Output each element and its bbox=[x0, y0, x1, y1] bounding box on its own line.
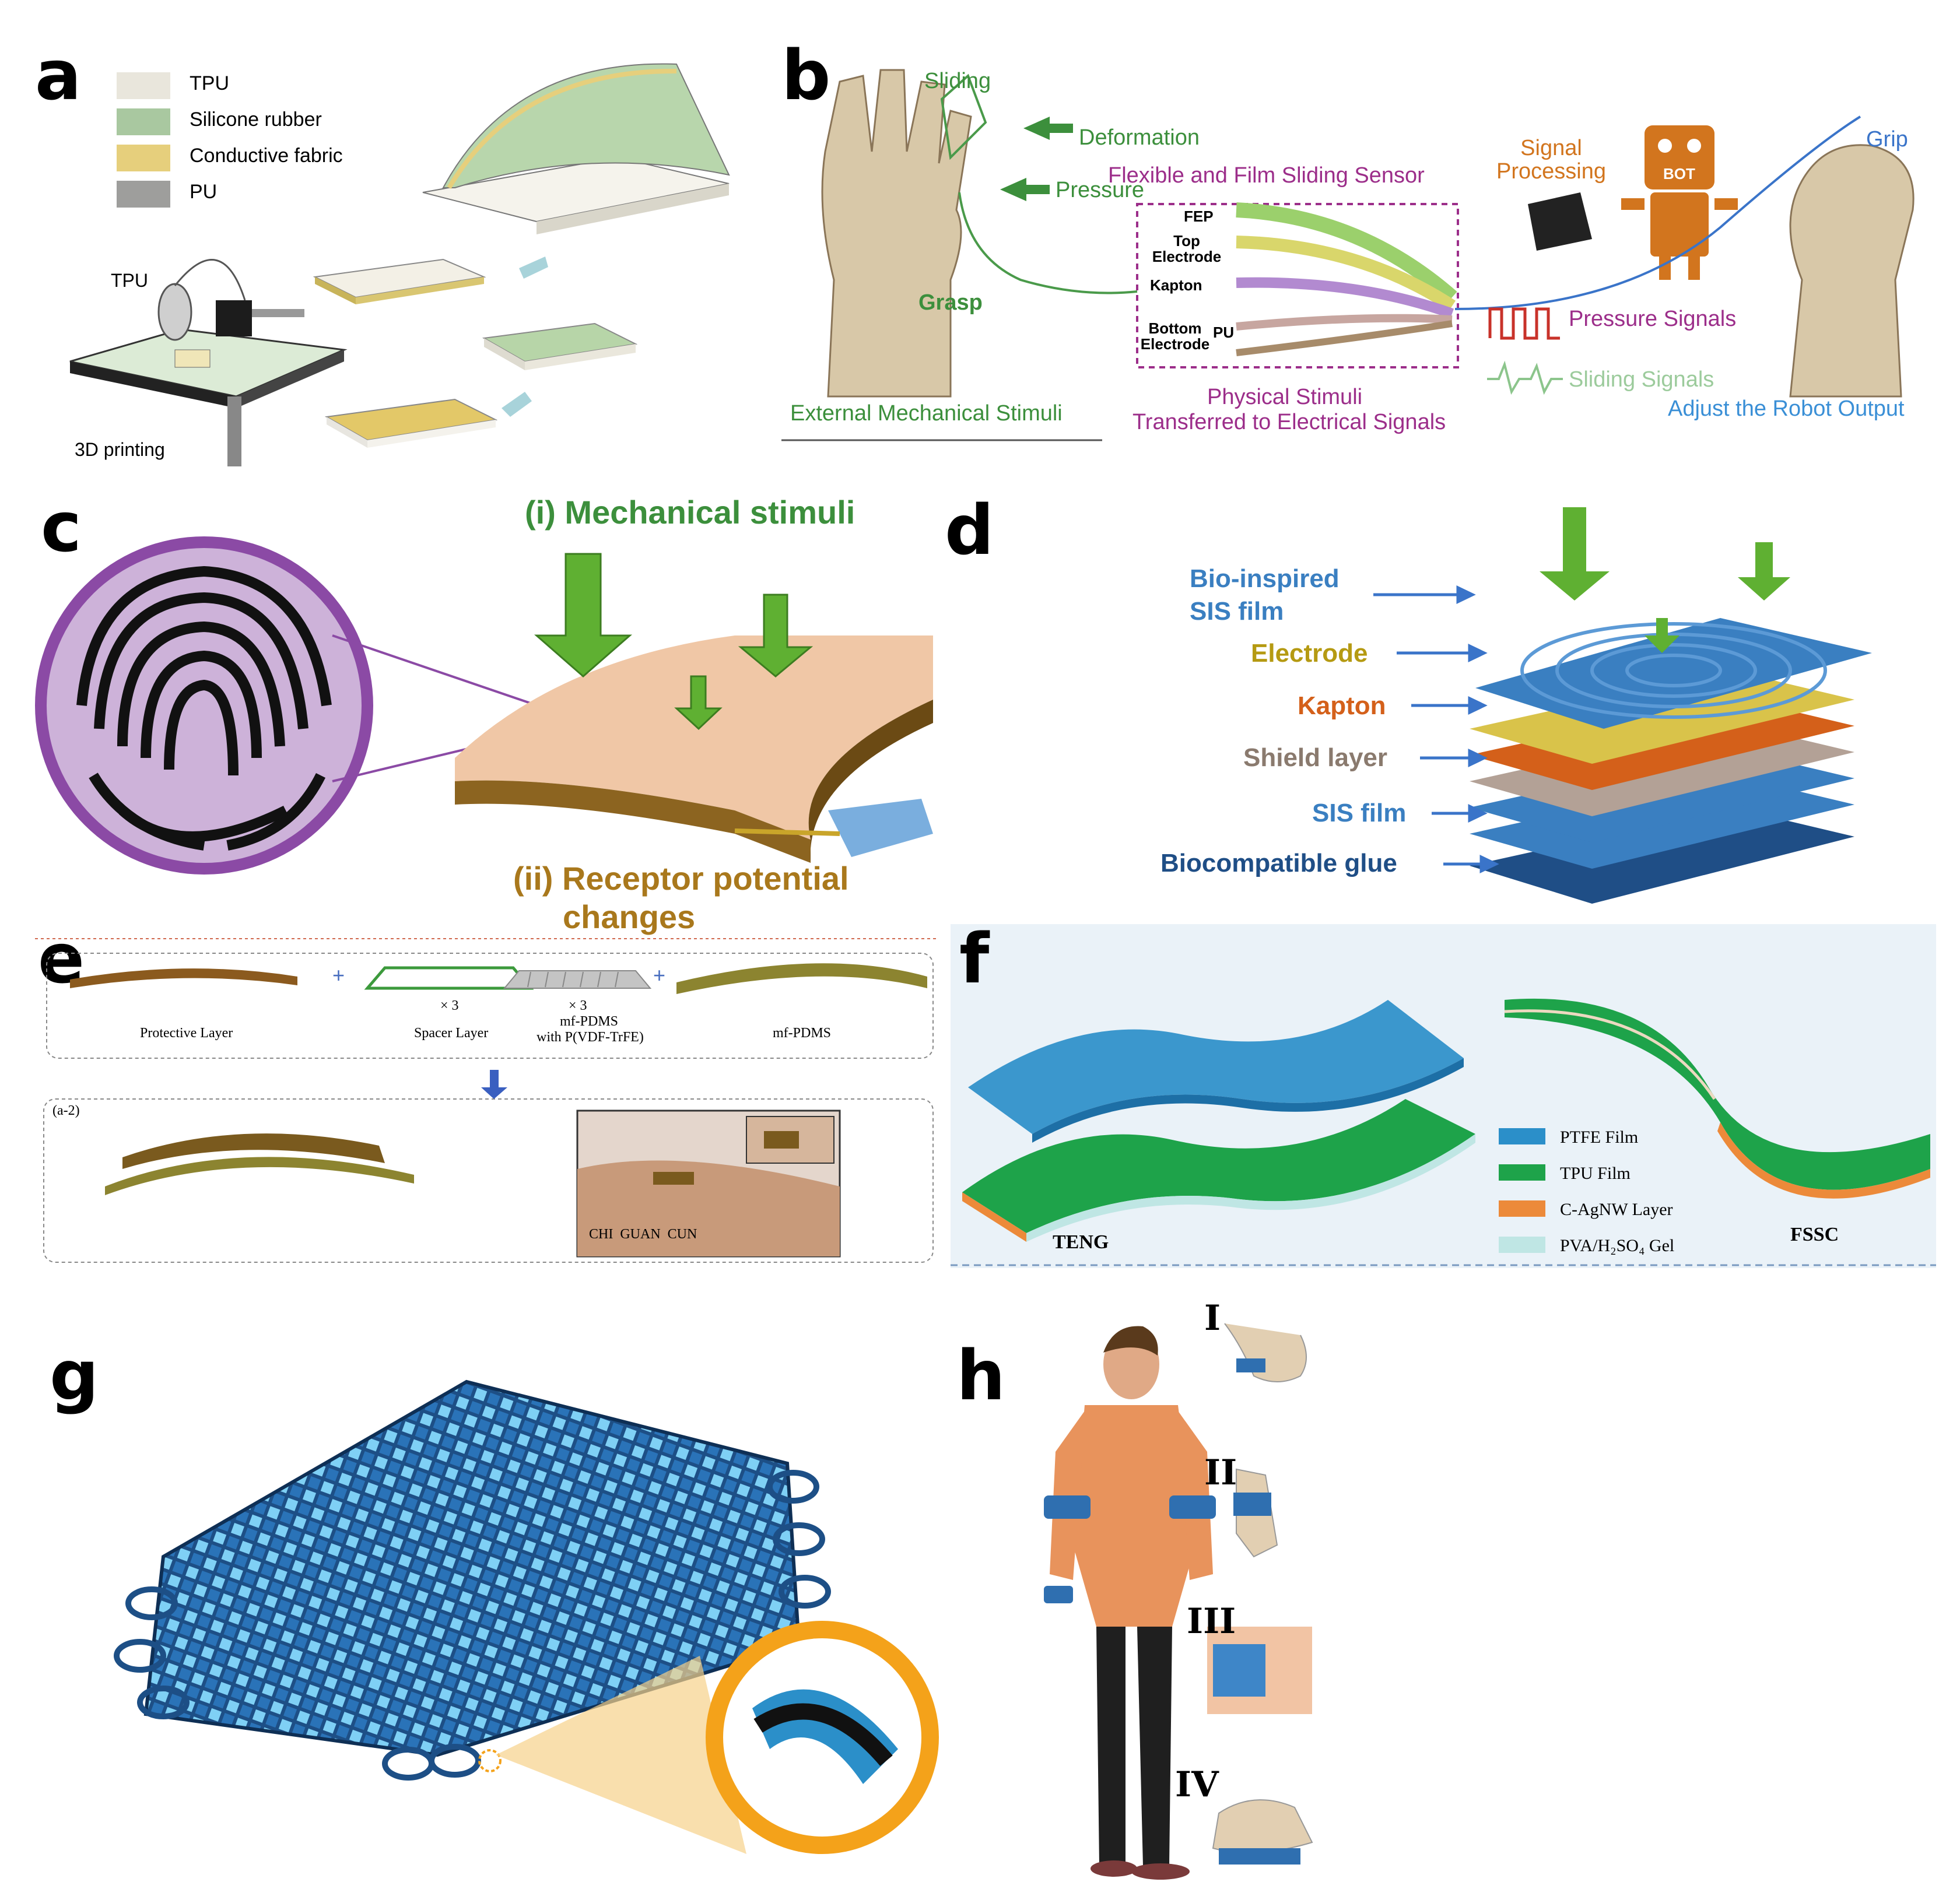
panel-label-b: b bbox=[781, 35, 831, 115]
e-protective-layer: Protective Layer bbox=[140, 1026, 233, 1041]
e-mfpdms-with-1: mf-PDMS bbox=[560, 1014, 619, 1029]
human-figure-with-sensors bbox=[1044, 1323, 1313, 1880]
d-layer-electrode: Electrode bbox=[1251, 639, 1368, 668]
svg-text:+: + bbox=[653, 963, 665, 987]
panel-d: d Bio-inspired SIS film Electrode Ka bbox=[945, 484, 1930, 915]
e-mfpdms: mf-PDMS bbox=[773, 1026, 832, 1041]
f-label-fssc: FSSC bbox=[1790, 1224, 1839, 1245]
d-layer-bio-inspired: Bio-inspired bbox=[1190, 564, 1340, 593]
label-signal-processing: Signal Processing bbox=[1496, 136, 1606, 184]
layer-fep: FEP bbox=[1184, 208, 1214, 225]
label-pressure: Pressure bbox=[1056, 178, 1145, 202]
label-sliding-signals: Sliding Signals bbox=[1569, 367, 1714, 392]
d-layer-sis-film-top: SIS film bbox=[1190, 597, 1284, 626]
panel-g: g bbox=[35, 1329, 968, 1877]
h-roman-i: I bbox=[1204, 1298, 1221, 1339]
layer-top-electrode: Top Electrode bbox=[1152, 232, 1222, 266]
teng-fssc-illustration bbox=[951, 998, 1936, 1266]
panel-a: a TPU Silicone rubber Conductive fabric … bbox=[35, 35, 770, 466]
panel-b: b Sliding Defor bbox=[776, 35, 1930, 466]
legend-label-pu: PU bbox=[190, 181, 218, 203]
panel-e: e + + Protective Layer × 3 Spacer Layer … bbox=[35, 924, 939, 1268]
printer-label: TPU bbox=[111, 270, 148, 291]
legend-swatch-tpu bbox=[117, 72, 170, 99]
label-mechanical-stimuli: (i) Mechanical stimuli bbox=[525, 494, 855, 531]
e-x3-b: × 3 bbox=[569, 998, 587, 1013]
e-pulse-points: CHI GUAN CUN bbox=[589, 1227, 697, 1242]
d-layer-glue: Biocompatible glue bbox=[1160, 849, 1397, 877]
e-mfpdms-with-2: with P(VDF-TrFE) bbox=[537, 1030, 644, 1045]
d-layer-kapton: Kapton bbox=[1298, 691, 1386, 720]
label-grasp: Grasp bbox=[918, 290, 983, 315]
panel-h: h I II III IV bbox=[951, 1300, 1359, 1883]
label-sliding: Sliding bbox=[924, 69, 991, 93]
hand-and-sensor-illustration bbox=[781, 69, 1915, 441]
panel-c: c (i) Mechanical stimuli (ii) Receptor bbox=[35, 484, 945, 939]
f-legend-ptfe: PTFE Film bbox=[1560, 1128, 1639, 1147]
layer-bottom-electrode: Bottom Electrode bbox=[1140, 319, 1210, 353]
legend-swatch-fabric bbox=[117, 145, 170, 171]
layer-pu: PU bbox=[1213, 324, 1235, 341]
svg-text:+: + bbox=[332, 963, 345, 987]
label-deformation: Deformation bbox=[1079, 125, 1200, 150]
h-roman-ii: II bbox=[1204, 1452, 1237, 1493]
label-external-stimuli: External Mechanical Stimuli bbox=[790, 401, 1063, 426]
panel-label-h: h bbox=[956, 1335, 1006, 1416]
f-legend-tpu: TPU Film bbox=[1560, 1164, 1631, 1183]
panel-label-d: d bbox=[945, 490, 994, 570]
label-sensor-title: Flexible and Film Sliding Sensor bbox=[1108, 163, 1425, 188]
legend-swatch-silicone bbox=[117, 108, 170, 135]
printer-illustration bbox=[69, 63, 730, 466]
robot-text: BOT bbox=[1663, 165, 1695, 182]
label-receptor-1: (ii) Receptor potential bbox=[513, 860, 849, 897]
panel-f: f PTFE Film TPU Film C-AgNW Layer PVA/H₂… bbox=[951, 924, 1936, 1268]
e-layers-illustration: + + bbox=[35, 938, 939, 1263]
f-legend-gel: PVA/H₂SO₄ Gel bbox=[1560, 1236, 1675, 1255]
e-sub-label: (a-2) bbox=[52, 1103, 80, 1118]
panel-label-a: a bbox=[35, 35, 82, 115]
label-physical-stimuli: Physical Stimuli bbox=[1207, 385, 1363, 409]
d-layer-sis-film: SIS film bbox=[1312, 799, 1407, 827]
label-grip: Grip bbox=[1866, 127, 1908, 152]
label-adjust-robot: Adjust the Robot Output bbox=[1668, 396, 1905, 421]
legend-swatch-pu bbox=[117, 181, 170, 208]
panel-label-c: c bbox=[41, 487, 82, 567]
legend-label-fabric: Conductive fabric bbox=[190, 145, 343, 167]
panel-label-f: f bbox=[959, 918, 990, 999]
legend-label-silicone: Silicone rubber bbox=[190, 108, 322, 131]
fingerprint-skin-illustration bbox=[35, 536, 933, 875]
legend-label-tpu: TPU bbox=[190, 72, 229, 94]
label-receptor-2: changes bbox=[563, 898, 696, 935]
e-x3-a: × 3 bbox=[440, 998, 459, 1013]
f-legend-cagnw: C-AgNW Layer bbox=[1560, 1200, 1673, 1219]
label-pressure-signals: Pressure Signals bbox=[1569, 307, 1737, 331]
e-spacer-layer: Spacer Layer bbox=[414, 1026, 489, 1041]
caption-3d-printing: 3D printing bbox=[75, 439, 165, 460]
h-roman-iii: III bbox=[1187, 1601, 1236, 1642]
layer-kapton: Kapton bbox=[1150, 276, 1202, 294]
f-label-teng: TENG bbox=[1053, 1231, 1109, 1253]
h-roman-iv: IV bbox=[1175, 1764, 1219, 1805]
woven-mesh-illustration bbox=[114, 1379, 939, 1854]
panel-label-g: g bbox=[50, 1335, 99, 1416]
layered-sensor-stack bbox=[1373, 507, 1872, 904]
label-transferred: Transferred to Electrical Signals bbox=[1132, 410, 1446, 434]
d-layer-shield: Shield layer bbox=[1243, 743, 1388, 772]
